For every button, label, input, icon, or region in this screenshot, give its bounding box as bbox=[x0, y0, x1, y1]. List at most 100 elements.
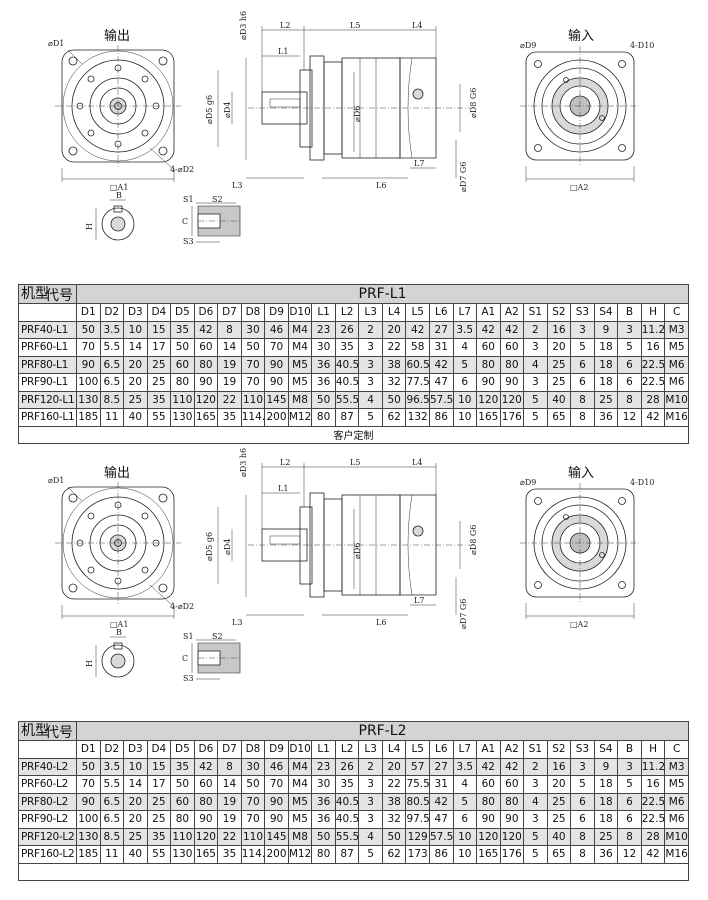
dim-d9: ⌀D9 bbox=[520, 41, 536, 50]
table-cell: 46 bbox=[264, 757, 289, 776]
table-cell: 40.5 bbox=[334, 810, 360, 829]
dim-l4: L4 bbox=[412, 21, 422, 30]
table-cell: 5 bbox=[523, 827, 548, 846]
table-cell: 6 bbox=[452, 810, 478, 829]
table-cell: 19 bbox=[217, 810, 242, 829]
table-cell: 70 bbox=[240, 792, 266, 811]
column-header-d10: D10 bbox=[287, 740, 313, 759]
table-cell: 90 bbox=[193, 810, 219, 829]
column-header-s1: S1 bbox=[523, 740, 548, 759]
table-cell: 4 bbox=[452, 338, 478, 357]
dim-d8: ⌀D8 G6 bbox=[469, 88, 478, 118]
column-header-s2: S2 bbox=[546, 740, 572, 759]
table-cell: 50 bbox=[240, 775, 266, 794]
table-cell: 22 bbox=[381, 775, 407, 794]
table-cell: 90 bbox=[264, 373, 289, 392]
table-cell: 42 bbox=[476, 757, 501, 776]
table-cell: 100 bbox=[76, 373, 101, 392]
table-cell: 9 bbox=[593, 320, 619, 339]
table-cell: 25 bbox=[146, 373, 172, 392]
dim-b: B bbox=[116, 628, 122, 637]
table-cell: 25 bbox=[146, 355, 172, 374]
table-cell: M3 bbox=[664, 320, 689, 339]
dim-c: C bbox=[182, 654, 188, 663]
table-cell: 31 bbox=[428, 775, 454, 794]
table-cell: 27 bbox=[428, 320, 454, 339]
table-cell: 36 bbox=[593, 845, 619, 864]
table-cell: 96.5 bbox=[405, 390, 430, 409]
table-cell: 90 bbox=[264, 792, 289, 811]
table-cell: M4 bbox=[287, 320, 313, 339]
output-label: 输出 bbox=[104, 465, 130, 481]
table-cell: 10 bbox=[452, 845, 478, 864]
table-cell: 120 bbox=[499, 827, 525, 846]
table-cell: M5 bbox=[287, 373, 313, 392]
table-cell: 40 bbox=[546, 390, 572, 409]
table-cell: 3 bbox=[358, 373, 383, 392]
table-cell: 35 bbox=[217, 845, 242, 864]
table-cell: 145 bbox=[264, 827, 289, 846]
table-cell: 2 bbox=[358, 757, 383, 776]
column-header-d6: D6 bbox=[193, 303, 219, 322]
table-cell: 185 bbox=[76, 408, 101, 427]
table-cell: 185 bbox=[76, 845, 101, 864]
column-header-d9: D9 bbox=[264, 303, 289, 322]
table-cell: 57.5 bbox=[428, 827, 454, 846]
table-cell: 110 bbox=[170, 827, 195, 846]
table-cell: 8 bbox=[570, 408, 595, 427]
table-cell: 32 bbox=[381, 373, 407, 392]
table-cell: 87 bbox=[334, 408, 360, 427]
table-cell: 14 bbox=[217, 775, 242, 794]
table-cell: 5 bbox=[570, 338, 595, 357]
table-cell: 11 bbox=[99, 408, 125, 427]
table-cell: M16 bbox=[664, 845, 689, 864]
table-cell: 3 bbox=[617, 320, 642, 339]
table-cell: 8 bbox=[570, 390, 595, 409]
table-cell: 30 bbox=[311, 775, 336, 794]
dim-d4: ⌀D4 bbox=[223, 102, 232, 118]
table-cell: 130 bbox=[76, 390, 101, 409]
table-cell: 80 bbox=[311, 845, 336, 864]
corner-code-label: 代号 bbox=[45, 725, 73, 741]
dim-a1: □A1 bbox=[110, 183, 128, 192]
table-cell: 5 bbox=[452, 792, 478, 811]
table-cell: 25 bbox=[123, 390, 148, 409]
column-header-d5: D5 bbox=[170, 740, 195, 759]
table-cell: 10 bbox=[452, 390, 478, 409]
column-header-d8: D8 bbox=[240, 740, 266, 759]
corner-code-label: 代号 bbox=[45, 288, 73, 304]
table-corner: 代号 机型 bbox=[18, 284, 77, 304]
table-cell: 36 bbox=[311, 792, 336, 811]
table-cell: 5 bbox=[523, 408, 548, 427]
dim-l2: L2 bbox=[280, 21, 290, 30]
table-cell: 80 bbox=[170, 810, 195, 829]
table-cell: 8.5 bbox=[99, 827, 125, 846]
row-model-name: PRF90-L1 bbox=[18, 373, 77, 392]
table-cell: 6 bbox=[570, 355, 595, 374]
table-cell: 47 bbox=[428, 810, 454, 829]
table-cell: 70 bbox=[240, 355, 266, 374]
table-cell: 42 bbox=[193, 757, 219, 776]
table-cell: 42 bbox=[640, 845, 666, 864]
table-cell: 173 bbox=[405, 845, 430, 864]
table-cell: 3 bbox=[523, 775, 548, 794]
row-model-name: PRF80-L2 bbox=[18, 792, 77, 811]
keyway-detail-view bbox=[191, 639, 242, 680]
table-cell: 18 bbox=[593, 792, 619, 811]
table-cell: 50 bbox=[381, 827, 407, 846]
table-cell: 3 bbox=[523, 338, 548, 357]
table-cell: 60 bbox=[170, 792, 195, 811]
table-cell: M5 bbox=[287, 792, 313, 811]
table-cell: M16 bbox=[664, 408, 689, 427]
table-cell: 3 bbox=[358, 810, 383, 829]
column-header-s3: S3 bbox=[570, 303, 595, 322]
table-cell: 80 bbox=[476, 792, 501, 811]
table-cell: 40.5 bbox=[334, 792, 360, 811]
table-cell: 8 bbox=[217, 757, 242, 776]
table-cell: 20 bbox=[123, 792, 148, 811]
table-cell: 62 bbox=[381, 845, 407, 864]
table-blank-row bbox=[18, 862, 689, 881]
